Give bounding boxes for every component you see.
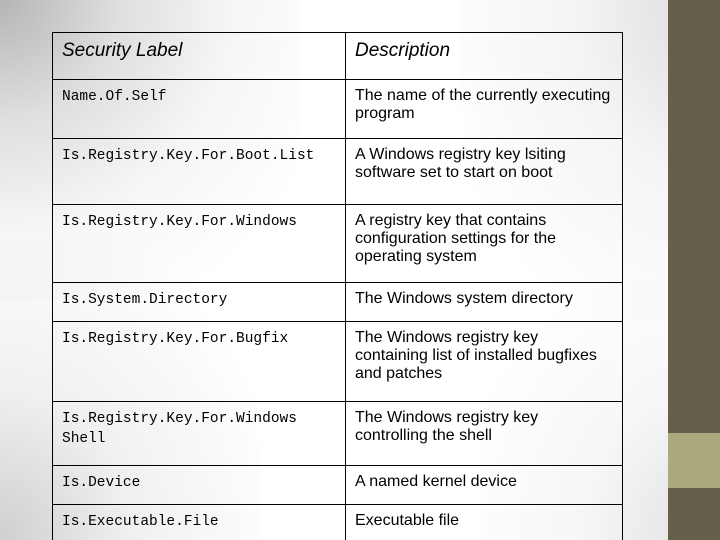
cell-description-wrap: A named kernel device xyxy=(345,465,623,505)
table-row: Name.Of.Self The name of the currently e… xyxy=(52,79,623,139)
cell-description: A Windows registry key lsiting software … xyxy=(355,146,566,181)
cell-description-wrap: A Windows registry key lsiting software … xyxy=(345,138,623,205)
cell-security-label: Is.Registry.Key.For.Bugfix xyxy=(52,321,346,402)
cell-description: The name of the currently executing prog… xyxy=(355,87,611,122)
cell-description-wrap: The name of the currently executing prog… xyxy=(345,79,623,139)
cell-description: The Windows system directory xyxy=(355,290,573,307)
cell-security-label: Is.Executable.File xyxy=(52,504,346,540)
cell-security-label: Is.Registry.Key.For.Windows Shell xyxy=(52,401,346,466)
column-header-security-label: Security Label xyxy=(52,32,346,80)
cell-security-label: Is.System.Directory xyxy=(52,282,346,322)
table-row: Is.Executable.File Executable file xyxy=(52,504,623,540)
cell-description: The Windows registry key containing list… xyxy=(355,329,597,382)
cell-description-wrap: The Windows registry key controlling the… xyxy=(345,401,623,466)
cell-description: A registry key that contains configurati… xyxy=(355,212,557,265)
security-label-table-container: Security Label Description Name.Of.Self … xyxy=(52,32,623,540)
table-header-row: Security Label Description xyxy=(52,32,623,80)
security-label-table: Security Label Description Name.Of.Self … xyxy=(52,32,623,540)
table-row: Is.Registry.Key.For.Windows Shell The Wi… xyxy=(52,401,623,466)
cell-description: Executable file xyxy=(355,512,460,529)
cell-security-label: Is.Registry.Key.For.Windows xyxy=(52,204,346,283)
cell-description: The Windows registry key controlling the… xyxy=(355,409,539,444)
table-row: Is.Registry.Key.For.Boot.List A Windows … xyxy=(52,138,623,205)
cell-security-label: Is.Device xyxy=(52,465,346,505)
side-decoration-accent-block xyxy=(668,433,720,488)
cell-description-wrap: A registry key that contains configurati… xyxy=(345,204,623,283)
table-row: Is.System.Directory The Windows system d… xyxy=(52,282,623,322)
column-header-description: Description xyxy=(345,32,623,80)
table-body: Name.Of.Self The name of the currently e… xyxy=(52,79,623,540)
table-row: Is.Device A named kernel device xyxy=(52,465,623,505)
cell-description: A named kernel device xyxy=(355,473,517,490)
cell-description-wrap: Executable file xyxy=(345,504,623,540)
cell-description-wrap: The Windows registry key containing list… xyxy=(345,321,623,402)
table-row: Is.Registry.Key.For.Bugfix The Windows r… xyxy=(52,321,623,402)
table-row: Is.Registry.Key.For.Windows A registry k… xyxy=(52,204,623,283)
cell-security-label: Is.Registry.Key.For.Boot.List xyxy=(52,138,346,205)
cell-security-label: Name.Of.Self xyxy=(52,79,346,139)
cell-description-wrap: The Windows system directory xyxy=(345,282,623,322)
